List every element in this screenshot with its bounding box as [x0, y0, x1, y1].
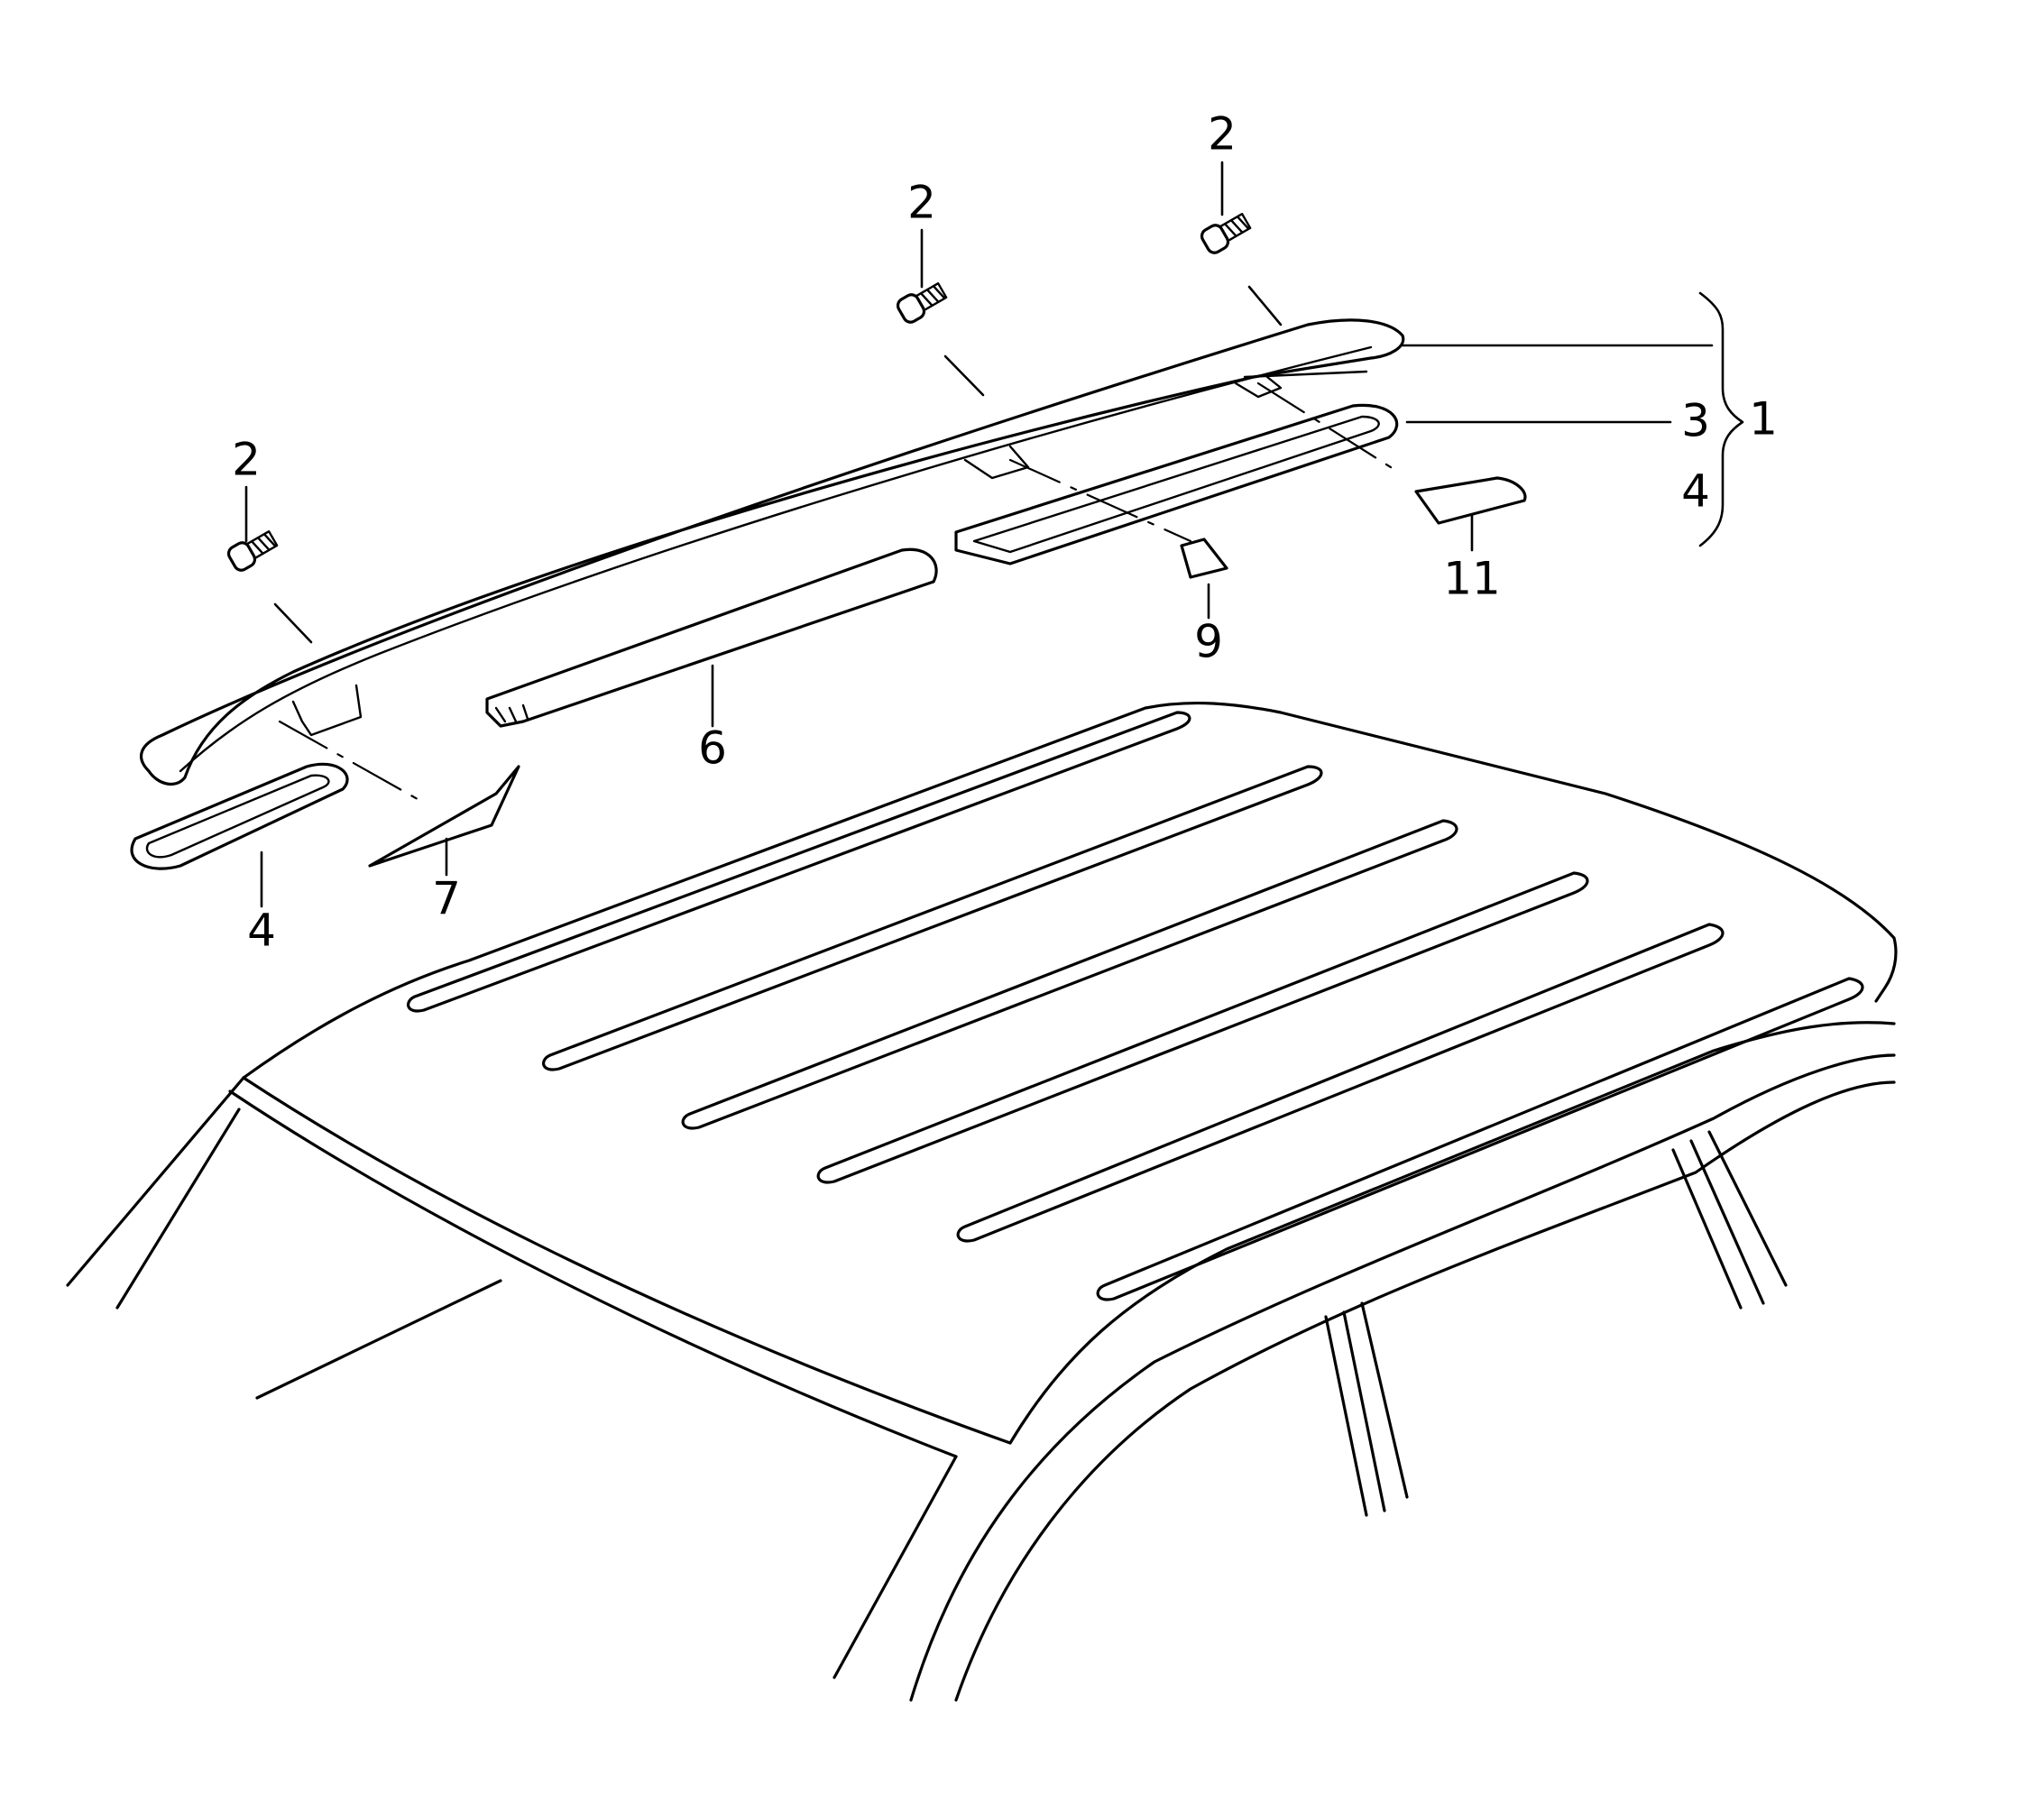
end-cap-part-7 — [368, 765, 520, 868]
callout-4-rear: 4 — [1681, 465, 1710, 518]
screw-group — [226, 213, 1252, 572]
roof-side-inner-2 — [909, 1053, 1896, 1702]
front-cover-inner — [145, 774, 330, 859]
screw-thread — [245, 530, 279, 559]
roof-rib-2 — [542, 765, 1323, 1071]
roof-rib-3 — [681, 819, 1458, 1130]
brace-1 — [1698, 291, 1744, 547]
rear-cover-inner — [972, 415, 1380, 554]
callout-1: 1 — [1749, 393, 1778, 446]
rail-middle-foot — [963, 445, 1030, 480]
callout-4-front: 4 — [247, 905, 276, 957]
axis-screw-right — [1247, 285, 1283, 326]
trim-strip-part-6 — [485, 547, 938, 728]
screw-thread — [1219, 213, 1252, 242]
roof-rail-edge-line — [1243, 370, 1368, 379]
callout-labels: 2 2 2 3 1 4 4 6 7 9 11 — [232, 108, 1778, 957]
callout-2-right: 2 — [1208, 108, 1237, 161]
screw-head — [1200, 224, 1230, 254]
callout-9: 9 — [1194, 616, 1223, 668]
axis-screw-left — [273, 602, 313, 644]
rail-front-foot — [291, 684, 363, 737]
assembly-axis-lines — [273, 285, 1395, 804]
roof-front-edge-inner — [228, 1089, 958, 1458]
roof-rail-inner-line — [179, 345, 1373, 773]
trim-strip-clip — [494, 703, 529, 723]
screw-right — [1200, 213, 1252, 254]
callout-2-left: 2 — [232, 434, 261, 486]
small-cap-part-9 — [1180, 538, 1228, 579]
callout-11: 11 — [1443, 553, 1501, 605]
axis-cap-9 — [1008, 458, 1192, 543]
callout-3: 3 — [1681, 395, 1710, 447]
screw-head — [896, 293, 926, 324]
trim-strip — [485, 547, 938, 728]
screw-head — [226, 541, 257, 572]
windshield-frame-left — [66, 1076, 245, 1287]
screw-thread — [915, 282, 948, 311]
roof-rib-5 — [956, 923, 1725, 1243]
b-pillar-b — [1342, 1310, 1386, 1512]
roof-rib-1 — [407, 711, 1191, 1013]
windshield-frame-left-inner — [115, 1108, 241, 1310]
roof-rib-6 — [1096, 977, 1864, 1301]
end-cap-part-11 — [1414, 476, 1527, 525]
b-pillar-a — [1324, 1315, 1368, 1517]
callout-2-middle: 2 — [907, 177, 936, 229]
roof-front-edge — [242, 1076, 1012, 1445]
c-pillar-c — [1707, 1130, 1788, 1287]
roof-outline — [242, 701, 1898, 1080]
roof-rail-assembly — [139, 318, 1405, 786]
c-pillar-a — [1671, 1148, 1743, 1310]
c-pillar-b — [1689, 1139, 1765, 1305]
screw-left — [226, 530, 279, 572]
rear-cover — [954, 403, 1399, 565]
roof-side-inner — [954, 1080, 1896, 1702]
axis-cap-7 — [278, 720, 426, 804]
roof-side-outer — [1008, 1021, 1896, 1445]
b-pillar-c — [1360, 1301, 1409, 1499]
front-cover — [130, 762, 349, 870]
rear-cover-part-3 — [954, 403, 1399, 565]
roof-rib-4 — [816, 871, 1589, 1184]
screw-middle — [896, 282, 948, 324]
car-roof-body — [66, 701, 1898, 1702]
axis-cap-11 — [1256, 381, 1395, 471]
callout-7: 7 — [432, 873, 461, 925]
roof-rail — [139, 318, 1405, 786]
rail-rear-foot — [1234, 375, 1283, 399]
axis-screw-middle — [943, 354, 985, 397]
callout-6: 6 — [698, 722, 727, 775]
leader-lines — [244, 161, 1744, 908]
windshield-wiper-line — [255, 1279, 502, 1400]
front-cover-part-4 — [130, 762, 349, 870]
windshield-frame-right — [832, 1455, 958, 1679]
